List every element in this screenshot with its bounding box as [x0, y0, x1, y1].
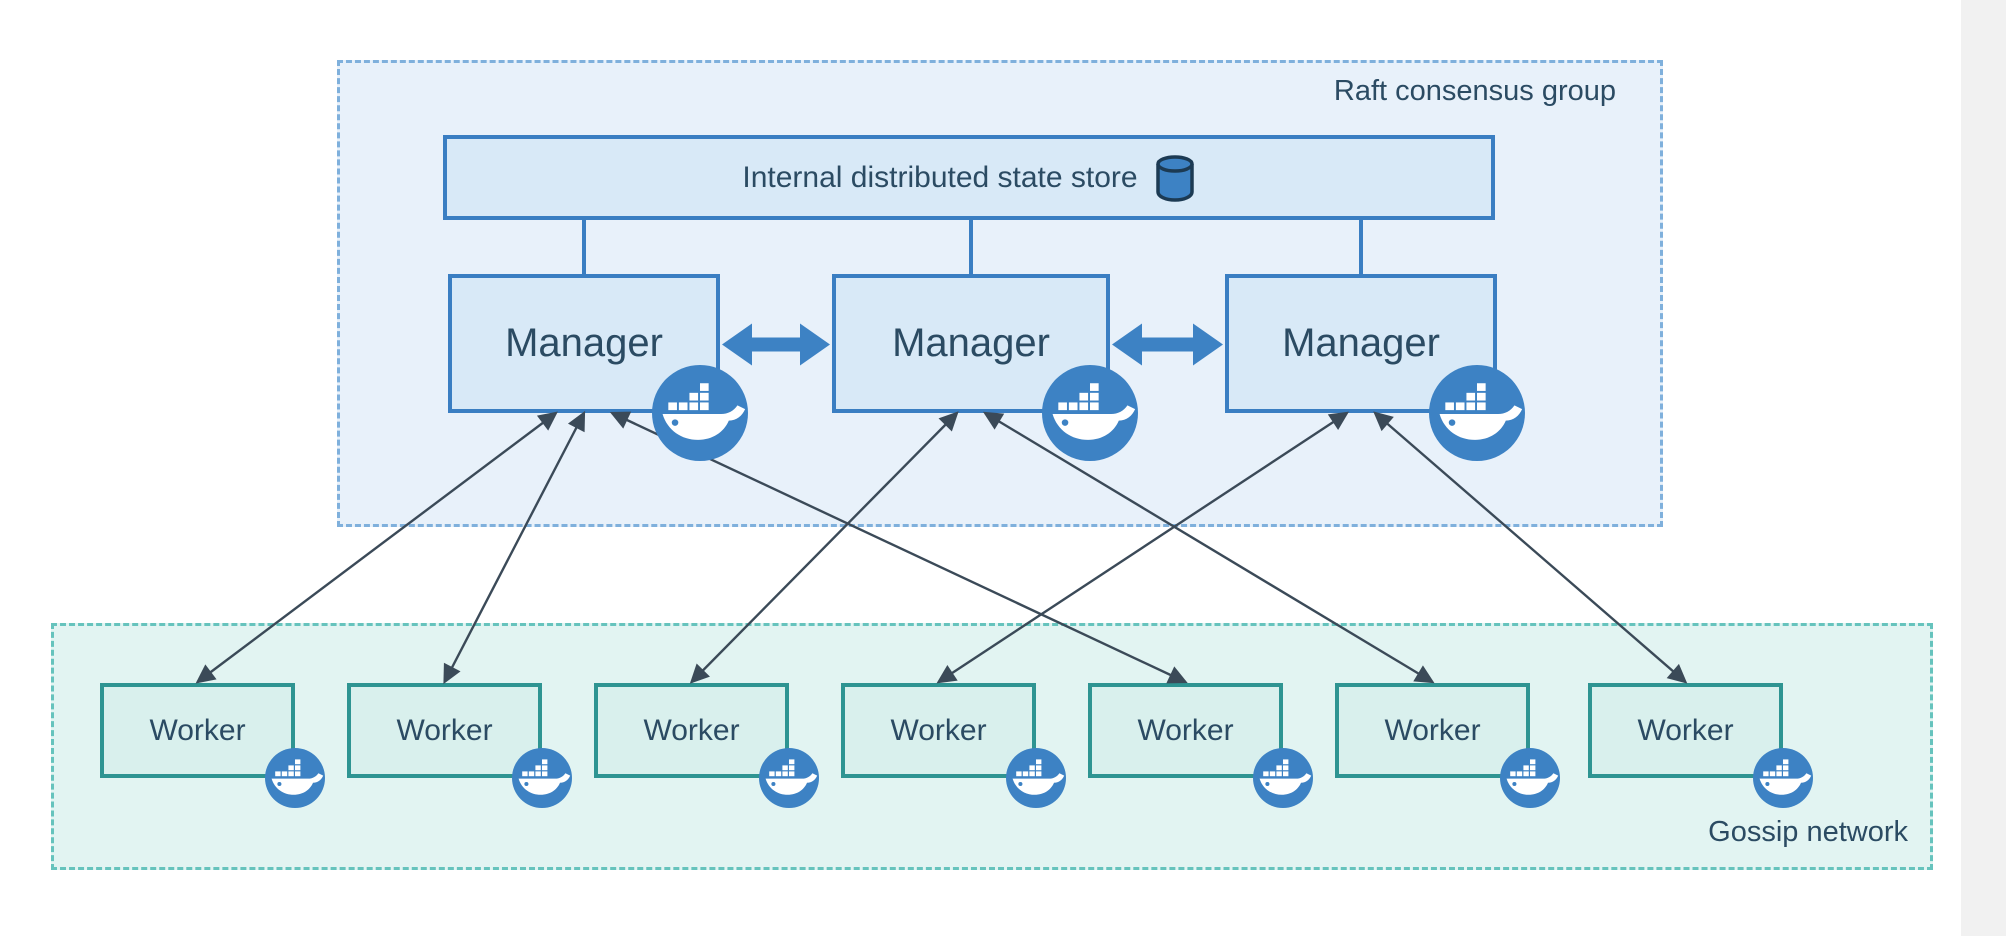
docker-whale-icon [759, 748, 819, 808]
worker-box: Worker [1088, 683, 1283, 778]
worker-box: Worker [841, 683, 1036, 778]
docker-whale-icon [1753, 748, 1813, 808]
worker-box: Worker [100, 683, 295, 778]
manager-label: Manager [505, 321, 663, 365]
worker-label: Worker [643, 713, 740, 747]
state-store-label: Internal distributed state store [742, 160, 1138, 194]
worker-box: Worker [347, 683, 542, 778]
worker-label: Worker [890, 713, 987, 747]
worker-box: Worker [1588, 683, 1783, 778]
worker-label: Worker [1137, 713, 1234, 747]
docker-whale-icon [1042, 365, 1138, 461]
raft-group-caption: Raft consensus group [1333, 75, 1616, 107]
docker-whale-icon [512, 748, 572, 808]
docker-whale-icon [652, 365, 748, 461]
page-edge-strip [1961, 0, 2006, 936]
manager-label: Manager [892, 321, 1050, 365]
state-store-box: Internal distributed state store [443, 135, 1495, 220]
worker-label: Worker [1637, 713, 1734, 747]
gossip-network-caption: Gossip network [1708, 816, 1908, 848]
database-icon [1155, 154, 1194, 202]
worker-box: Worker [594, 683, 789, 778]
worker-label: Worker [149, 713, 246, 747]
docker-whale-icon [265, 748, 325, 808]
docker-whale-icon [1006, 748, 1066, 808]
worker-label: Worker [396, 713, 493, 747]
worker-box: Worker [1335, 683, 1530, 778]
docker-whale-icon [1253, 748, 1313, 808]
worker-label: Worker [1384, 713, 1481, 747]
docker-whale-icon [1429, 365, 1525, 461]
manager-label: Manager [1282, 321, 1440, 365]
docker-whale-icon [1500, 748, 1560, 808]
